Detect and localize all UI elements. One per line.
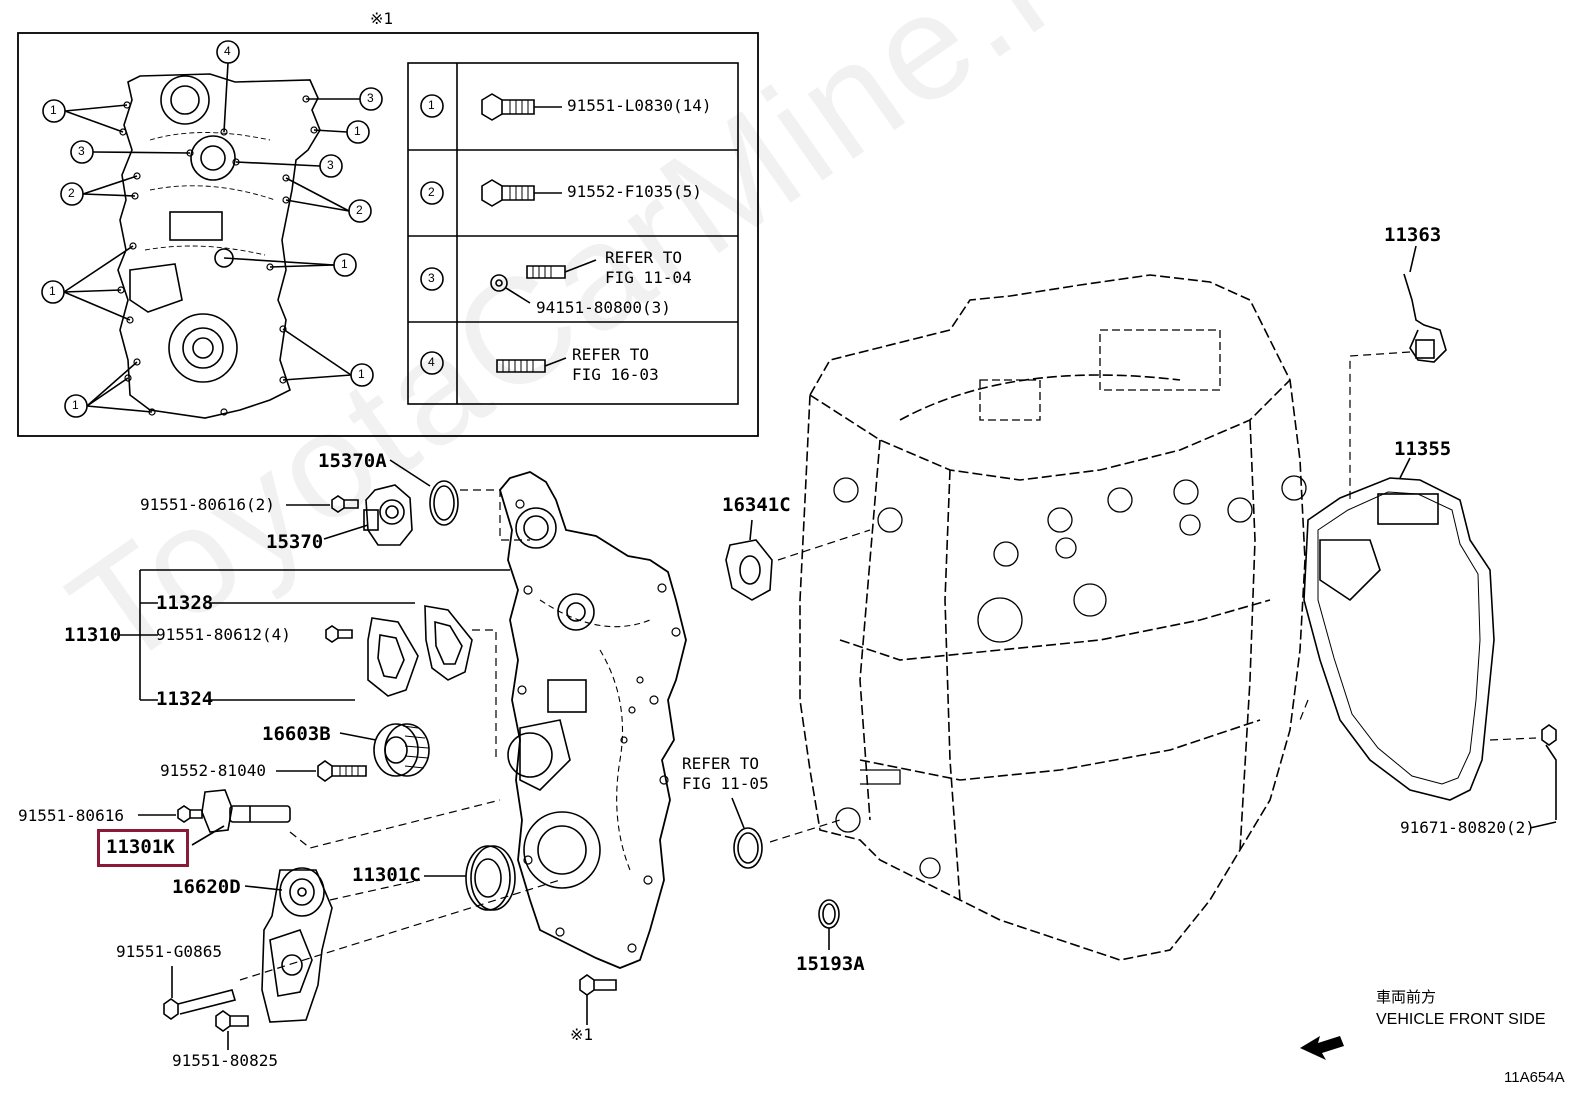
vehicle-front-en: VEHICLE FRONT SIDE [1376, 1011, 1546, 1028]
timing-chain-cover [498, 471, 687, 1025]
part-label-91551-80612-4[interactable]: 91551-80612(4) [156, 625, 291, 644]
part-label-91552-81040[interactable]: 91552-81040 [160, 761, 266, 780]
fig-11-04-label: FIG 11-04 [605, 268, 692, 287]
inset-callout-1f: 1 [72, 398, 79, 412]
inset-callout-1b: 1 [354, 124, 361, 138]
vehicle-front-jp: 車両前方 [1376, 989, 1437, 1006]
inset-box [17, 32, 759, 437]
table-key-3: 3 [428, 271, 435, 285]
part-label-11324[interactable]: 11324 [156, 688, 214, 710]
inset-callout-2b: 2 [356, 203, 363, 217]
part-label-91551-80616-2[interactable]: 91551-80616(2) [140, 495, 275, 514]
part-label-11328[interactable]: 11328 [156, 592, 214, 614]
inset-callout-1a: 1 [50, 103, 57, 117]
inset-marker: ※1 [370, 9, 394, 28]
table-key-2: 2 [428, 185, 435, 199]
refer-to-label-4: REFER TO [572, 345, 650, 364]
figure-id: 11A654A [1504, 1069, 1565, 1086]
part-label-91551-G0865[interactable]: 91551-G0865 [116, 942, 222, 961]
inset-callout-3c: 3 [327, 158, 334, 172]
part-label-91671-80820-2[interactable]: 91671-80820(2) [1400, 818, 1535, 837]
inset-callout-4: 4 [224, 44, 231, 58]
part-91552-F1035: 91552-F1035(5) [567, 182, 702, 201]
bottom-marker: ※1 [570, 1025, 594, 1044]
part-label-11310[interactable]: 11310 [64, 624, 122, 646]
inset-callout-1e: 1 [358, 367, 365, 381]
part-label-15193A[interactable]: 15193A [796, 953, 865, 975]
part-label-11363[interactable]: 11363 [1384, 224, 1442, 246]
part-label-16603B[interactable]: 16603B [262, 723, 331, 745]
part-label-16341C[interactable]: 16341C [722, 494, 791, 516]
highlighted-part-frame [97, 829, 189, 867]
part-label-91551-80616[interactable]: 91551-80616 [18, 806, 124, 825]
part-label-11301C[interactable]: 11301C [352, 864, 421, 886]
fig-11-05-label[interactable]: FIG 11-05 [682, 774, 769, 793]
table-key-1: 1 [428, 98, 435, 112]
inset-callout-1c: 1 [341, 257, 348, 271]
engine-block [799, 274, 1306, 961]
part-label-16620D[interactable]: 16620D [172, 876, 241, 898]
part-91551-L0830: 91551-L0830(14) [567, 96, 712, 115]
part-label-11355[interactable]: 11355 [1394, 438, 1452, 460]
inset-callout-2a: 2 [68, 186, 75, 200]
inset-callout-1d: 1 [49, 284, 56, 298]
part-94151-80800: 94151-80800(3) [536, 298, 671, 317]
part-label-91551-80825[interactable]: 91551-80825 [172, 1051, 278, 1070]
inset-callout-3b: 3 [367, 91, 374, 105]
part-label-15370A[interactable]: 15370A [318, 450, 387, 472]
part-label-11301K[interactable]: 11301K [106, 836, 175, 858]
fig-16-03-label: FIG 16-03 [572, 365, 659, 384]
inset-callout-3a: 3 [78, 144, 85, 158]
refer-to-label-3: REFER TO [605, 248, 683, 267]
part-label-15370[interactable]: 15370 [266, 531, 324, 553]
refer-to-label-11-05: REFER TO [682, 754, 760, 773]
table-key-4: 4 [428, 355, 435, 369]
